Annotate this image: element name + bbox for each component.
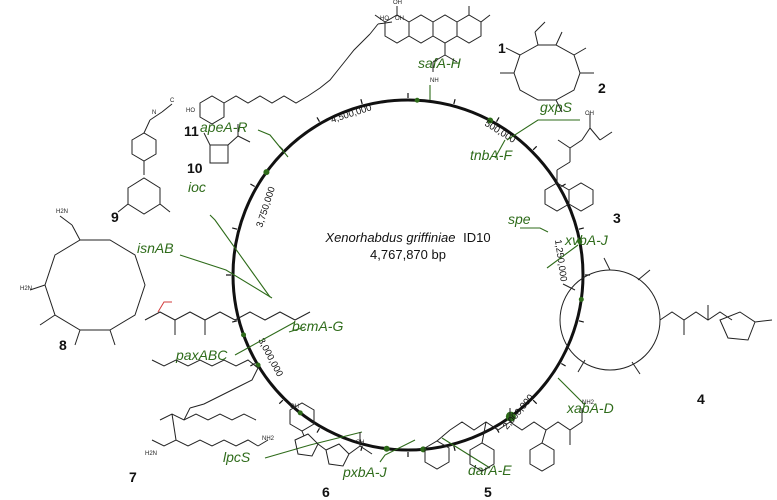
compound-number-3: 3 [613, 210, 621, 226]
structure-1 [374, 6, 491, 72]
structure-9 [117, 103, 173, 215]
compound-number-8: 8 [59, 337, 67, 353]
ring-tick [316, 117, 321, 123]
cluster-marker [577, 239, 583, 245]
ring-tick [232, 227, 238, 230]
cluster-marker [383, 445, 390, 452]
chem-atom-label: NH2 [262, 436, 275, 442]
position-label-3750000: 3,750,000 [254, 185, 278, 229]
ring-tick [453, 445, 456, 451]
ring-tick [578, 320, 584, 323]
compound-number-11: 11 [184, 123, 199, 139]
cluster-xabA-D: xabA-D [566, 400, 614, 416]
chem-atom-label: HO [186, 108, 195, 114]
cluster-safA-H: safA-H [418, 55, 462, 71]
ring-tick [316, 427, 321, 433]
structure-2 [500, 21, 594, 113]
cluster-markers [241, 97, 584, 453]
chem-atom-label: C [170, 98, 175, 104]
ring-tick [232, 320, 238, 323]
chem-atom-label: H2N [145, 451, 157, 457]
compound-number-10: 10 [187, 160, 203, 176]
chem-atom-label: OH [393, 0, 402, 6]
compound-number-6: 6 [322, 484, 330, 500]
cluster-marker [505, 411, 516, 422]
ring-tick [453, 99, 456, 105]
ring-tick [578, 227, 584, 230]
genome-size: 4,767,870 bp [370, 247, 446, 262]
cluster-isnAB: isnAB [137, 240, 174, 256]
cluster-pxbA-J: pxbA-J [342, 464, 388, 480]
compound-number-1: 1 [498, 40, 506, 56]
structure-5 [424, 408, 583, 472]
structure-11 [199, 21, 393, 125]
cluster-lpcS: lpcS [223, 449, 251, 465]
organism-name: Xenorhabdus griffiniae [324, 230, 455, 245]
chem-atom-label: H2N [20, 286, 32, 292]
position-label-500000: 500,000 [482, 118, 517, 146]
structure-4 [559, 257, 773, 375]
ring-tick [560, 362, 566, 367]
cluster-ioc: ioc [188, 179, 206, 195]
chem-atom-label: NH [430, 78, 439, 84]
genome-ring [231, 98, 585, 452]
ring-tick [250, 362, 256, 367]
chem-atom-label: H2N [56, 209, 68, 215]
chem-atom-label: N [152, 110, 156, 116]
compound-number-2: 2 [598, 80, 606, 96]
compound-number-4: 4 [697, 391, 705, 407]
chem-atom-label: SH [356, 440, 364, 446]
cluster-marker [241, 332, 247, 338]
cluster-tnbA-F: tnbA-F [470, 147, 513, 163]
structure-8 [29, 215, 311, 346]
compound-number-9: 9 [111, 209, 119, 225]
compound-number-5: 5 [484, 484, 492, 500]
structure-6 [289, 402, 373, 467]
chem-atom-label: OH [395, 16, 404, 22]
cluster-paxABC: paxABC [175, 347, 228, 363]
position-label-4500000: 4,500,000 [330, 102, 374, 126]
position-label-3000000: 3,000,000 [255, 336, 285, 378]
structure-10 [203, 124, 251, 164]
ring-tick [532, 399, 538, 405]
ring-tick [278, 399, 284, 405]
strain-name: ID10 [463, 230, 490, 245]
cluster-bcmA-G: bcmA-G [292, 318, 343, 334]
structure-3 [544, 114, 613, 212]
cluster-xvbA-J: xvbA-J [564, 232, 609, 248]
ring-tick [250, 183, 256, 188]
chem-atom-label: OH [585, 111, 594, 117]
cluster-spe: spe [508, 211, 531, 227]
cluster-marker [487, 117, 494, 124]
genome-title: Xenorhabdus griffiniae ID10 [324, 230, 490, 245]
cluster-marker [414, 97, 420, 103]
cluster-marker [263, 169, 270, 176]
chem-atom-label: NH2 [582, 400, 595, 406]
cluster-gxpS: gxpS [540, 99, 573, 115]
ring-tick [532, 145, 538, 151]
cluster-apeA-R: apeA-R [200, 119, 247, 135]
compound-number-7: 7 [129, 469, 137, 485]
cluster-marker [297, 410, 303, 416]
hydroxyl-highlight-8 [157, 301, 172, 313]
cluster-marker [578, 296, 584, 302]
structure-7 [151, 359, 269, 447]
ring-tick [495, 117, 500, 123]
cluster-darA-E: darA-E [468, 462, 512, 478]
ring-tick [360, 99, 363, 105]
chem-atom-label: HO [380, 16, 389, 22]
chem-atom-label: OH [290, 404, 299, 410]
position-label-2000000: 2,000,000 [501, 392, 537, 431]
